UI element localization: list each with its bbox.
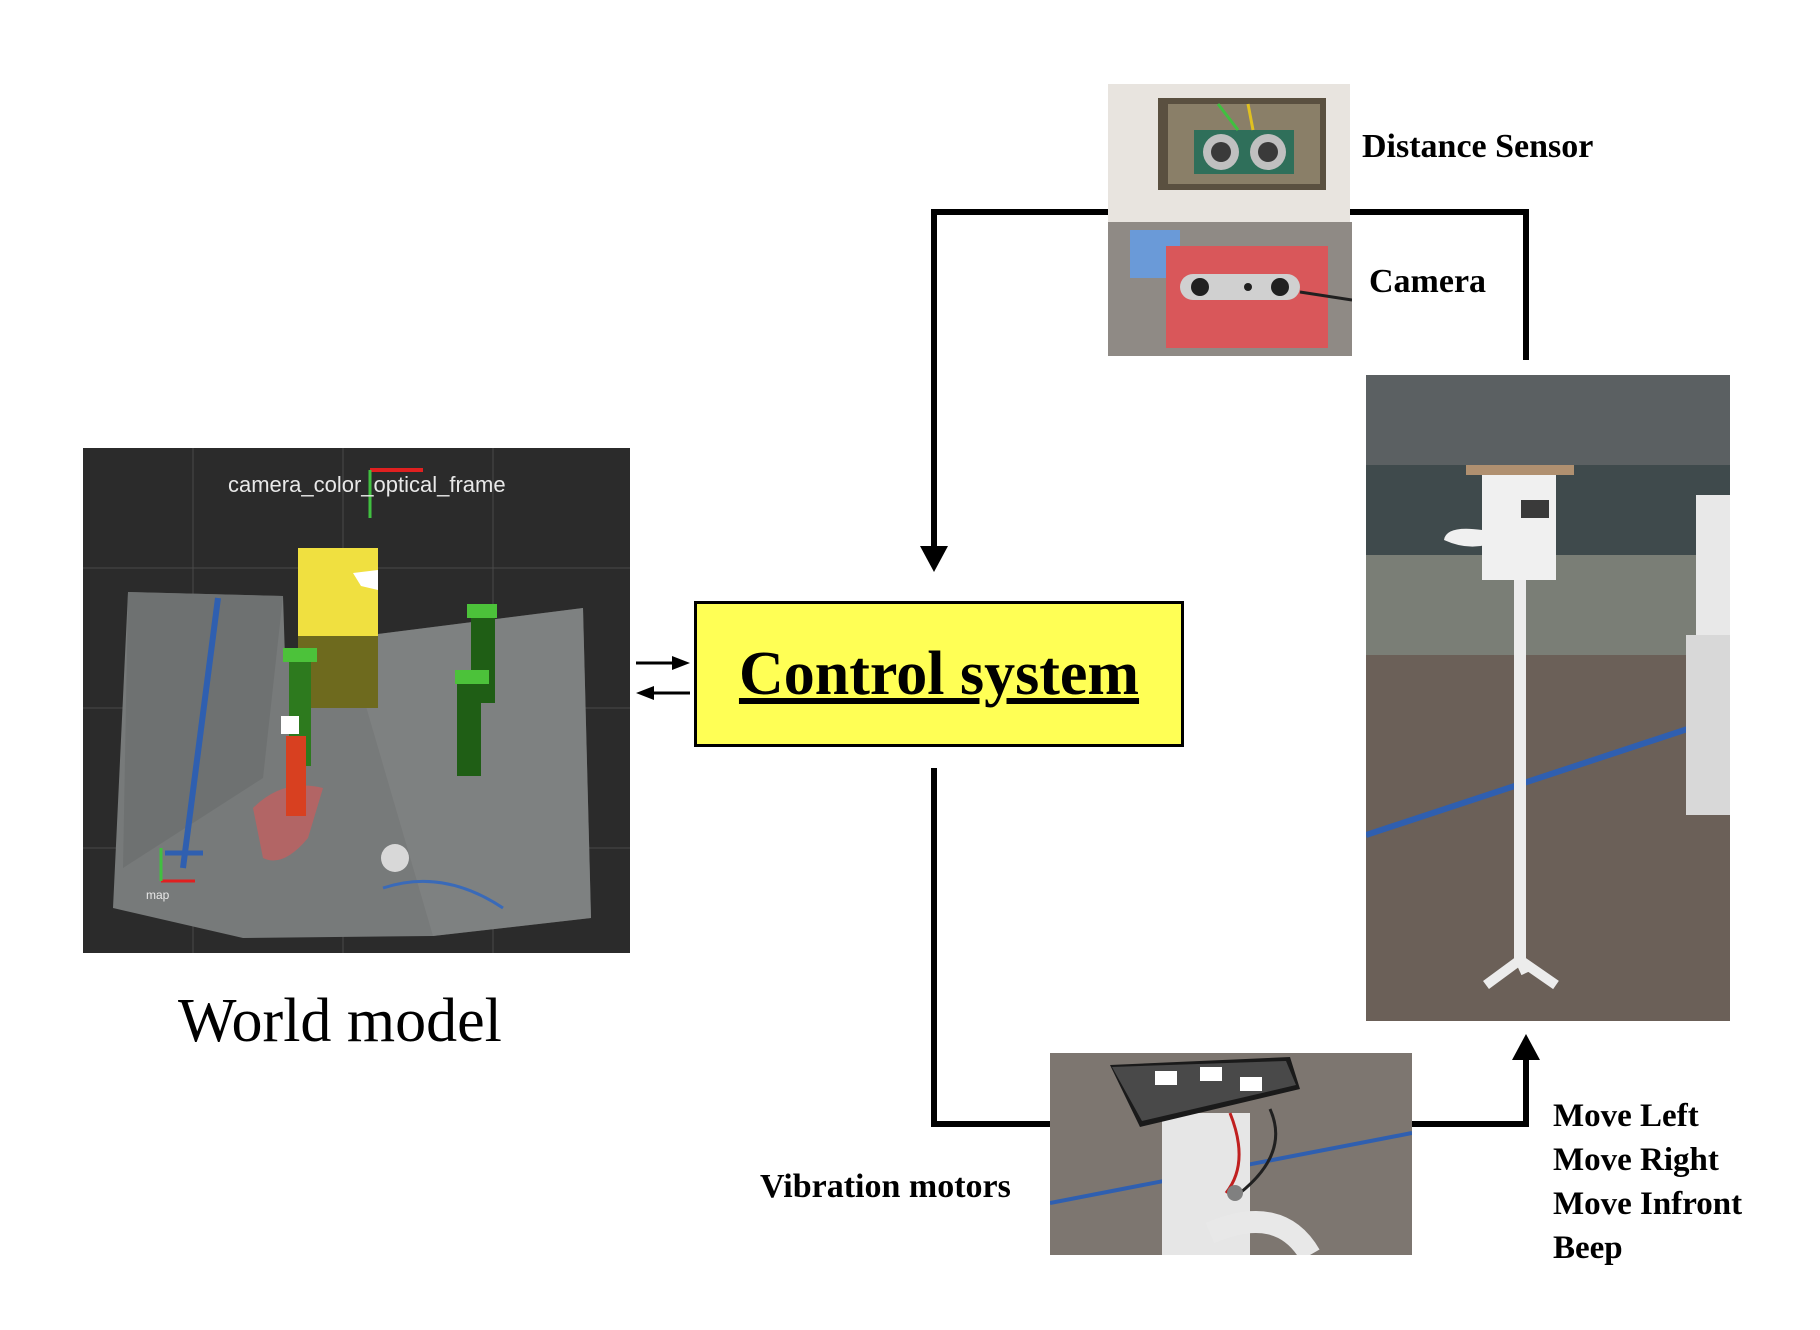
camera-photo (1108, 222, 1352, 356)
camera-image (1130, 230, 1352, 348)
action-beep: Beep (1553, 1230, 1623, 1266)
vibration-motors-image (1050, 1057, 1412, 1255)
vibration-motors-photo (1050, 1053, 1412, 1255)
camera-frame-label: camera_color_optical_frame (228, 472, 506, 497)
actuator-to-robot-line (1412, 1056, 1529, 1127)
smart-cane-photo (1366, 375, 1730, 1021)
map-frame-label: map (146, 888, 170, 902)
vibration-motors-label: Vibration motors (760, 1168, 1011, 1205)
sensor-input-arrow (931, 209, 1108, 550)
to-control-arrowhead (672, 656, 690, 670)
world-model-view: camera_color_optical_frame map (83, 448, 630, 953)
smart-cane-image (1366, 375, 1730, 1021)
red-marker (286, 736, 306, 816)
world-model-caption: World model (178, 987, 502, 1055)
action-move-infront: Move Infront (1553, 1186, 1743, 1222)
action-list: Move Left Move Right Move Infront Beep (1553, 1094, 1742, 1270)
sensor-input-arrowhead (920, 546, 948, 572)
robot-input-arrowhead (1512, 1034, 1540, 1060)
robot-marker (381, 844, 409, 872)
world-model-scene (83, 448, 630, 953)
obstacle-pillar-right-2 (457, 678, 481, 776)
control-system-label: Control system (738, 639, 1140, 708)
actuator-output-line (931, 768, 1050, 1127)
action-move-right: Move Right (1553, 1142, 1719, 1178)
distance-sensor-image (1158, 98, 1326, 190)
distance-sensor-label: Distance Sensor (1362, 128, 1594, 165)
obstacle-box-top (298, 548, 378, 636)
to-world-arrowhead (636, 686, 654, 700)
action-move-left: Move Left (1553, 1098, 1699, 1134)
distance-sensor-photo (1108, 84, 1350, 222)
camera-label: Camera (1369, 263, 1487, 300)
control-system-box: Control system (694, 601, 1184, 747)
sensor-feedback-line (1350, 209, 1529, 360)
